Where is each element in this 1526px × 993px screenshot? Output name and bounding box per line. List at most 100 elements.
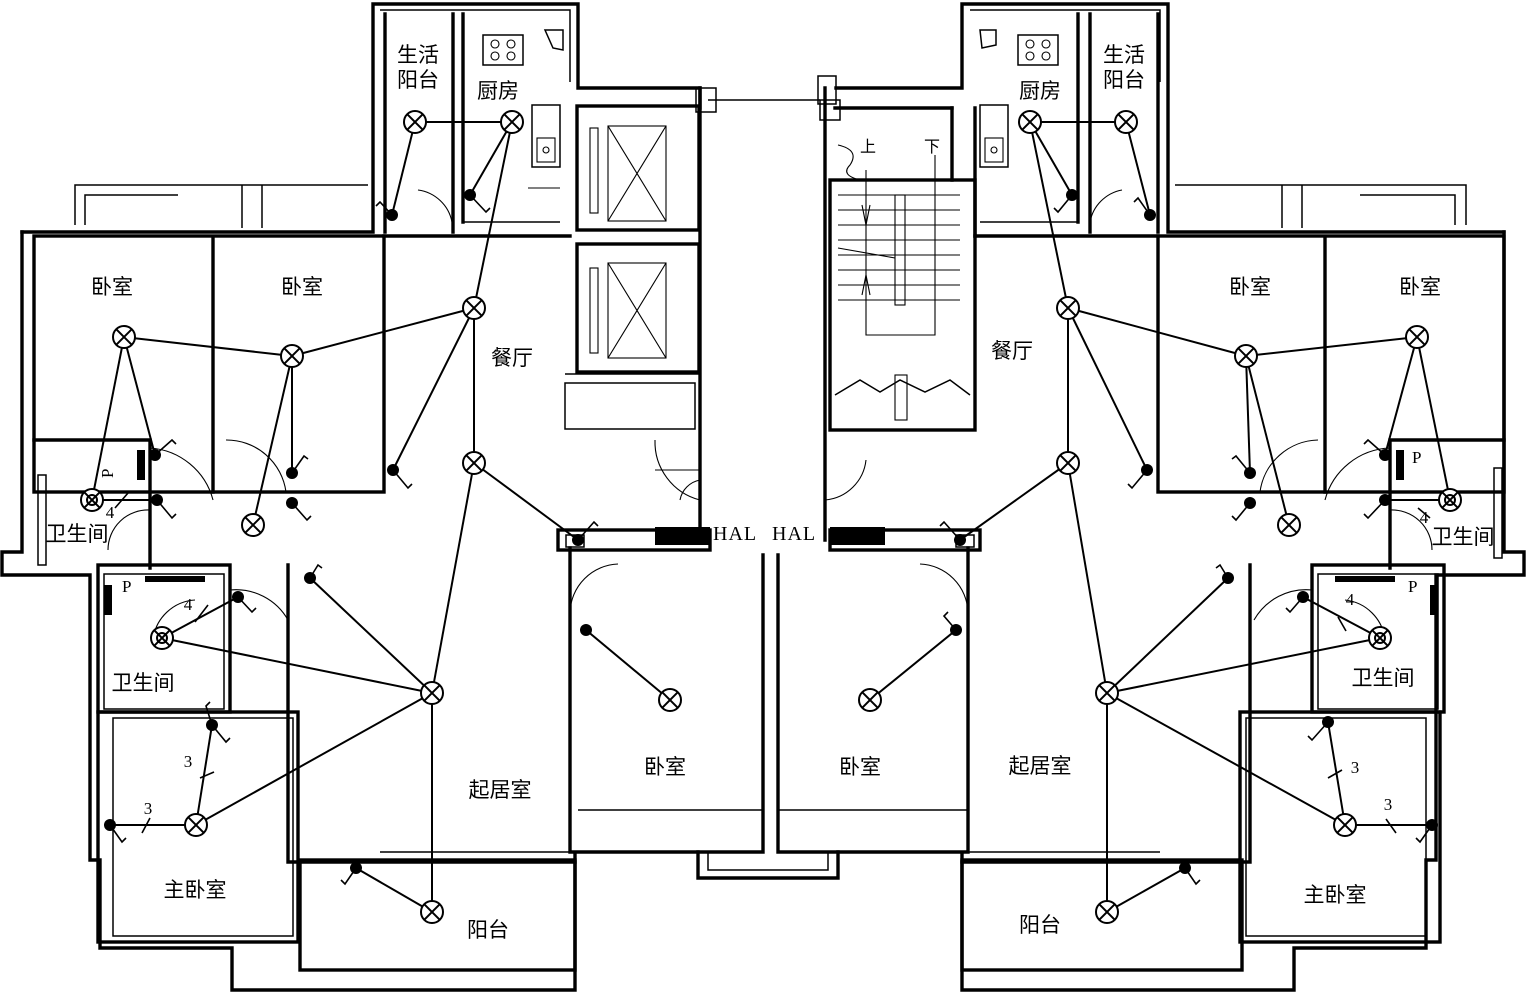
switch-icon [1179, 862, 1201, 886]
lamp-icon [1095, 900, 1119, 924]
wiring [91, 121, 1451, 913]
wire-count: 3 [1351, 758, 1360, 777]
switch-icon [1285, 591, 1309, 614]
wire-count: 3 [184, 752, 193, 771]
sink-icon [528, 104, 561, 189]
wire-count: 3 [1384, 795, 1393, 814]
lamp-icon [403, 110, 427, 134]
lamp-icon [462, 451, 486, 475]
room-label-master-bedroom: 主卧室 [164, 878, 227, 902]
elevator-icon [589, 262, 667, 359]
lamp-icon [420, 681, 444, 705]
lamp-icon [1114, 110, 1138, 134]
room-label-living: 起居室 [1009, 754, 1072, 778]
room-label-bedroom: 卧室 [1229, 275, 1271, 299]
switch-icon [304, 563, 323, 584]
room-label-bedroom: 卧室 [644, 755, 686, 779]
room-label-kitchen: 厨房 [477, 79, 519, 103]
switch-icon [286, 497, 312, 522]
switch-icon [1215, 563, 1234, 584]
lamp-icon [112, 325, 136, 349]
exhaust-fan-icon: P [1408, 577, 1417, 596]
room-label: 阳台 [397, 68, 439, 92]
room-label-dining: 餐厅 [491, 346, 533, 370]
room-label-kitchen: 厨房 [1019, 79, 1061, 103]
bath-lamp-icon [1438, 488, 1462, 512]
hall-label: HAL [772, 523, 816, 545]
lamp-icon [658, 688, 682, 712]
lamp-icon [241, 513, 265, 537]
labels: 生活 阳台 厨房 厨房 生活 阳台 卧室 卧室 卧室 卧室 餐厅 餐厅 卫生间 … [46, 43, 1495, 942]
room-label-bathroom: 卫生间 [46, 522, 109, 546]
lamp-icon [500, 110, 524, 134]
switch-icon [286, 454, 309, 479]
switch-icon [151, 494, 177, 520]
room-label-dining: 餐厅 [991, 339, 1033, 363]
exhaust-fan-icon: P [1412, 448, 1421, 467]
lamp-icon [184, 813, 208, 837]
room-label-bathroom: 卫生间 [112, 671, 175, 695]
exhaust-fan-icon: P [98, 469, 117, 478]
lamp-icon [462, 296, 486, 320]
switch-icon [1231, 497, 1256, 522]
switch-icon [1363, 494, 1391, 520]
lamp-icon [1333, 813, 1357, 837]
switch-icon [149, 438, 177, 461]
room-label: 阳台 [1103, 68, 1145, 92]
stove-icon [482, 34, 524, 66]
exhaust-fan-icon: P [122, 577, 131, 596]
room-label-living: 起居室 [469, 778, 532, 802]
switch-icon [387, 464, 413, 490]
switch-icon [580, 624, 592, 636]
switch-icon [1231, 454, 1256, 479]
lamp-icon [858, 688, 882, 712]
lamp-icon [1405, 325, 1429, 349]
switch-icon [375, 200, 398, 221]
stair-up-label: 上 [860, 137, 876, 156]
lamp-icon [1056, 451, 1080, 475]
switch-icon [464, 189, 491, 214]
fixtures [104, 29, 1438, 615]
wire-count: 4 [1420, 508, 1429, 527]
room-label-balcony: 阳台 [467, 918, 509, 942]
sink-icon [979, 104, 1009, 168]
lamp-icon [280, 344, 304, 368]
room-label-bathroom: 卫生间 [1432, 525, 1495, 549]
room-label-bedroom: 卧室 [839, 755, 881, 779]
switch-icon [942, 611, 962, 636]
room-label-bedroom: 卧室 [281, 275, 323, 299]
room-label-bedroom: 卧室 [1399, 275, 1441, 299]
switch-icon [1127, 464, 1153, 490]
lamp-icon [1095, 681, 1119, 705]
switch-icon [340, 862, 362, 886]
wire-count: 4 [106, 503, 115, 522]
room-label: 生活 [1103, 43, 1145, 67]
lamps [80, 110, 1462, 924]
switches [104, 189, 1438, 886]
switch-icon [1307, 716, 1334, 742]
switch-icon [205, 701, 231, 744]
stove-icon [1017, 34, 1059, 66]
switch-icon [232, 591, 257, 614]
wire-count: 4 [184, 595, 193, 614]
lamp-icon [1277, 513, 1301, 537]
stair [834, 144, 971, 421]
wire-count: 4 [1346, 590, 1355, 609]
switch-icon [1415, 819, 1438, 844]
bath-lamp-icon [1368, 626, 1392, 650]
elevator-icon [589, 125, 667, 222]
lamp-icon [1018, 110, 1042, 134]
wire-count: 3 [144, 799, 153, 818]
bath-lamp-icon [150, 626, 174, 650]
stair-down-label: 下 [924, 137, 940, 156]
switch-icon [1053, 189, 1078, 214]
switch-icon [1133, 196, 1156, 221]
room-label-master-bedroom: 主卧室 [1304, 883, 1367, 907]
switch-icon [939, 520, 966, 546]
lamp-icon [1056, 296, 1080, 320]
room-label-bedroom: 卧室 [91, 275, 133, 299]
switch-icon [572, 520, 599, 546]
room-label-balcony: 阳台 [1019, 913, 1061, 937]
hall-label: HAL [713, 523, 757, 545]
